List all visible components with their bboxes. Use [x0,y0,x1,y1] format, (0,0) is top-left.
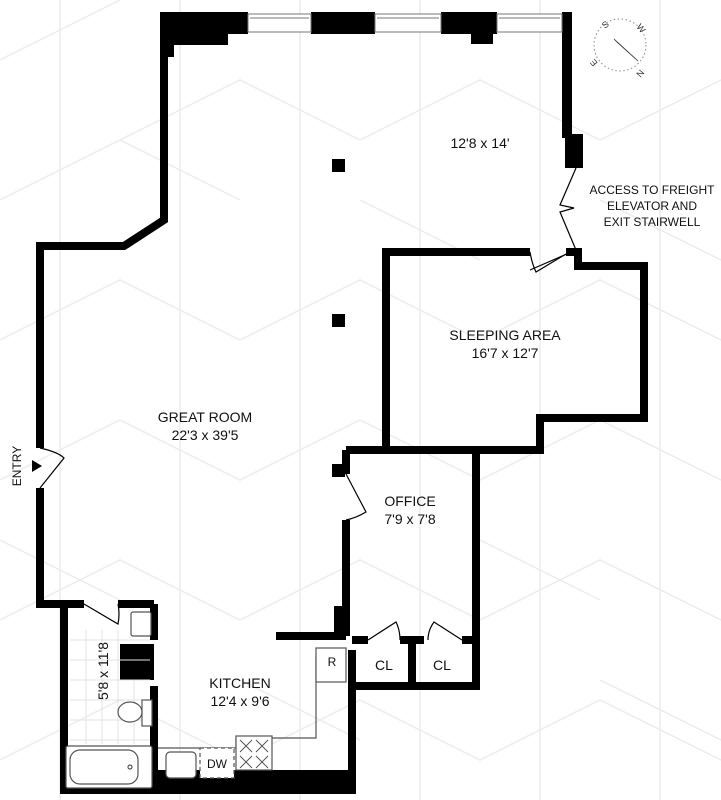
kitchen-sink-icon [165,751,197,779]
svg-text:N: N [634,68,646,79]
toilet-icon [117,701,143,723]
entry-label: ENTRY [10,445,24,487]
bath-sink-icon [130,611,152,637]
bathtub-icon [69,749,139,785]
room-label-office: OFFICE 7'9 x 7'8 [384,493,436,527]
fixtures [65,611,347,789]
access-doorway [529,167,577,271]
room-label-bathroom: 5'8 x 11'8 [95,641,111,701]
closet-label: CL [375,657,393,673]
svg-text:E: E [588,57,600,68]
refrigerator-label: R [327,655,337,669]
walls [160,12,583,168]
entry-arrow-icon [32,460,42,472]
closet-label: CL [433,657,451,673]
svg-text:S: S [600,19,611,31]
room-label-great-room: GREAT ROOM 22'3 x 39'5 [157,409,253,443]
refrigerator-icon [315,647,347,683]
columns [332,159,345,477]
compass-icon: S W N E [588,18,648,79]
bath-column [120,644,154,680]
dishwasher-icon [199,747,235,779]
doors [39,251,567,641]
dishwasher-label: DW [207,757,227,771]
bathroom-tiles [70,630,150,744]
svg-text:W: W [634,22,647,35]
access-note: ACCESS TO FREIGHT ELEVATOR AND EXIT STAI… [589,183,715,229]
kitchen-column [334,606,350,636]
room-label-upper-area: 12'8 x 14' [450,135,510,151]
room-label-sleeping-area: SLEEPING AREA 16'7 x 12'7 [449,327,561,361]
windows [247,13,563,33]
room-label-kitchen: KITCHEN 12'4 x 9'6 [209,675,271,709]
